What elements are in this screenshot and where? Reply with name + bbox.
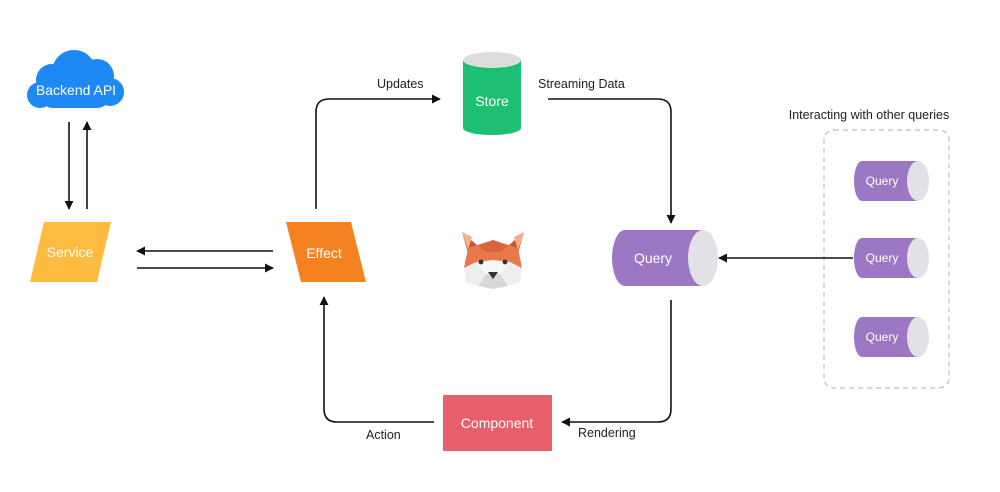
other-query-3: Query (854, 317, 929, 357)
effect-label: Effect (306, 245, 342, 261)
query-node: Query (612, 230, 718, 286)
backend-api-node: Backend API (27, 50, 124, 108)
backend-api-label: Backend API (36, 82, 116, 98)
query-to-component-arrow (561, 300, 672, 427)
other-query-label: Query (866, 174, 899, 188)
service-node: Service (30, 222, 111, 282)
component-to-effect-arrow (319, 296, 434, 423)
other-queries-title: Interacting with other queries (789, 108, 950, 122)
component-node: Component (443, 395, 552, 451)
effect-node: Effect (286, 222, 366, 282)
other-query-label: Query (866, 330, 899, 344)
cloud-icon (27, 50, 124, 108)
streaming-data-label: Streaming Data (538, 77, 625, 91)
store-to-query-arrow (548, 98, 676, 224)
other-query-2: Query (854, 238, 929, 278)
rendering-label: Rendering (578, 426, 636, 440)
other-query-label: Query (866, 251, 899, 265)
query-label: Query (634, 250, 672, 266)
other-queries-group (823, 129, 950, 389)
updates-label: Updates (377, 77, 424, 91)
service-parallelogram (30, 222, 111, 282)
other-query-1: Query (854, 161, 929, 201)
component-label: Component (461, 415, 533, 431)
service-label: Service (47, 244, 94, 260)
effect-parallelogram (286, 222, 366, 282)
effect-to-store-arrow (315, 94, 441, 209)
store-label: Store (475, 93, 509, 109)
akita-dog-head-icon (462, 232, 524, 289)
action-label: Action (366, 428, 401, 442)
store-node: Store (463, 52, 521, 135)
